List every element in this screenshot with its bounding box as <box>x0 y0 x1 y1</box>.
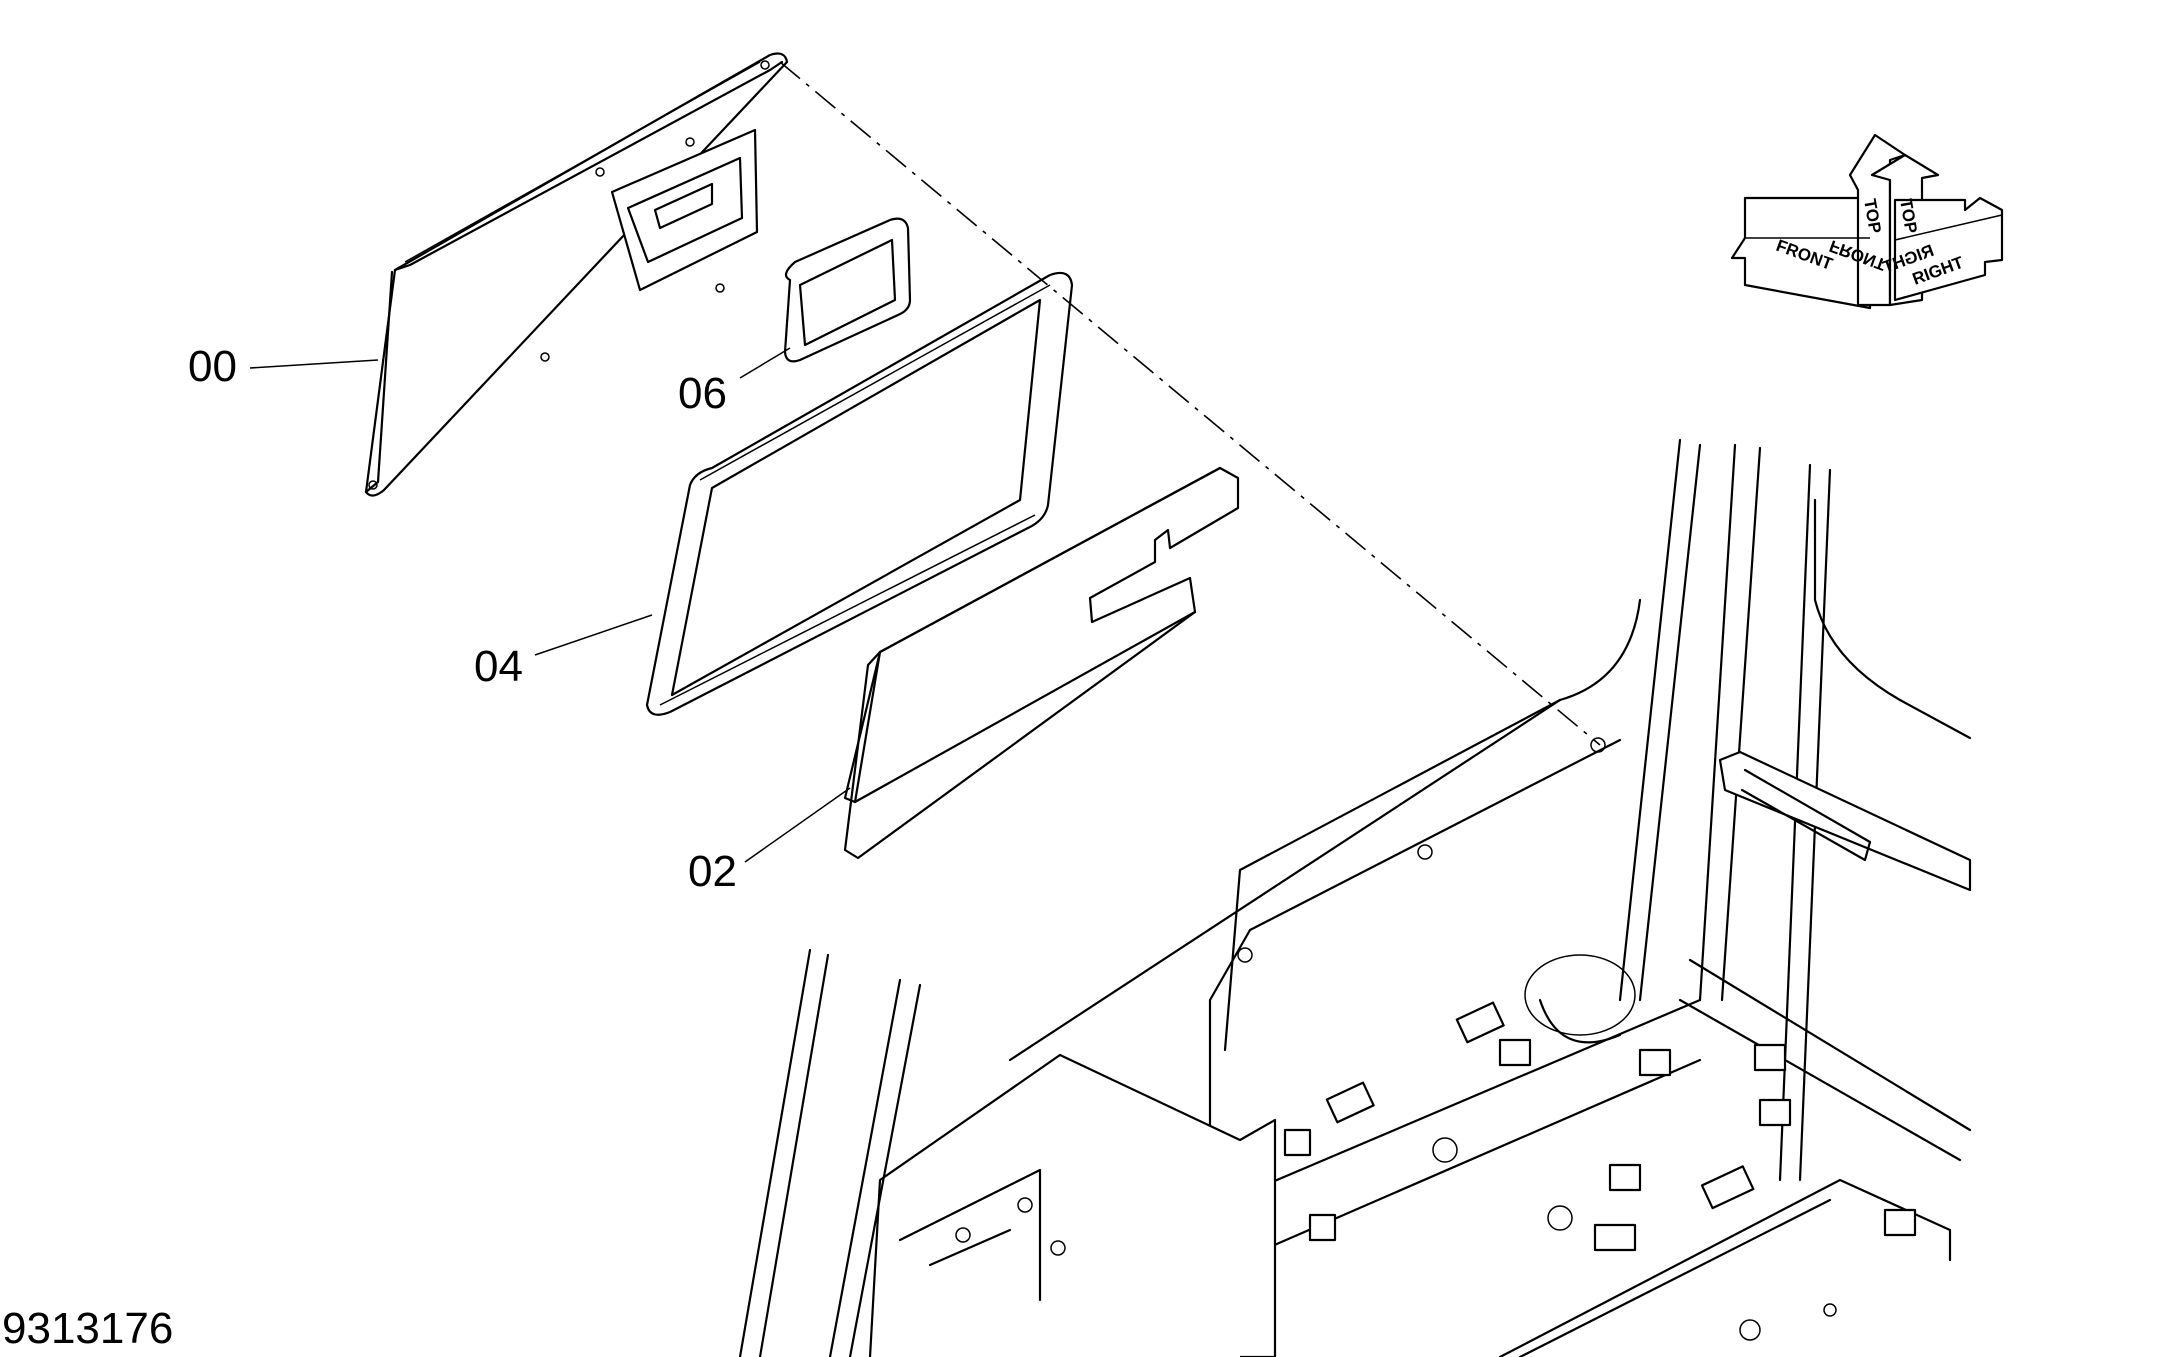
orientation-symbol: FRONT FRONT TOP TOP RIGHT RIGHT <box>1730 133 2004 310</box>
gasket-part-06 <box>783 217 912 363</box>
callout-06: 06 <box>678 369 727 418</box>
leader-02 <box>744 787 851 863</box>
frame-part-04 <box>645 271 1074 716</box>
cover-part-02 <box>843 466 1240 860</box>
panel-part-00 <box>364 52 789 497</box>
cab-structure <box>738 438 1972 1357</box>
callout-04: 04 <box>474 642 523 691</box>
leader-04 <box>534 614 653 656</box>
callout-02: 02 <box>688 847 737 896</box>
right-arrow-icon <box>1893 196 2004 302</box>
callout-00: 00 <box>188 342 237 391</box>
leader-06 <box>739 347 791 379</box>
leader-00 <box>249 359 379 369</box>
assembly-centerline <box>779 61 1601 746</box>
document-number: 9313176 <box>2 1304 173 1353</box>
